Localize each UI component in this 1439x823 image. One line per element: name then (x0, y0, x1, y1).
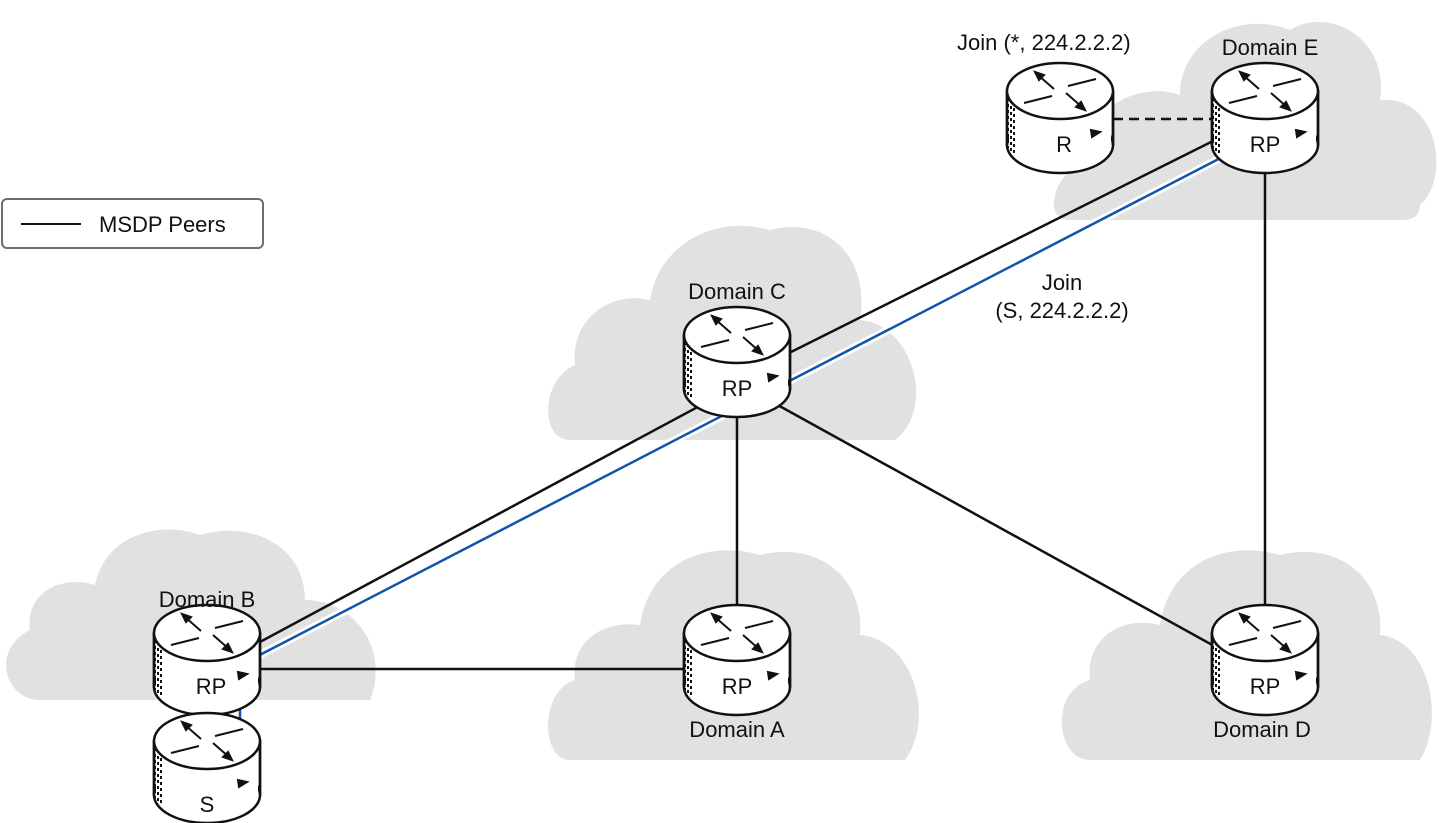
router-rp-d-label: RP (1250, 674, 1281, 699)
domain-a-label: Domain A (689, 717, 785, 742)
router-receiver: R (1005, 61, 1115, 175)
router-rp-b-label: RP (196, 674, 227, 699)
router-rp-e: RP (1210, 61, 1320, 175)
router-receiver-label: R (1056, 132, 1072, 157)
domain-c-label: Domain C (688, 279, 786, 304)
peer-link-b-c (244, 393, 721, 652)
router-rp-c: RP (682, 305, 792, 419)
router-rp-e-label: RP (1250, 132, 1281, 157)
domain-e-label: Domain E (1221, 35, 1319, 60)
router-rp-d: RP (1210, 603, 1320, 717)
annotation-join-star: Join (*, 224.2.2.2) (957, 30, 1131, 55)
peer-link-c-d (764, 396, 1226, 654)
annotation-join-s-line1: Join (1041, 270, 1083, 295)
router-rp-c-label: RP (722, 376, 753, 401)
router-source: S (152, 711, 262, 823)
legend: MSDP Peers (1, 198, 264, 249)
domain-d-label: Domain D (1213, 717, 1311, 742)
router-source-label: S (200, 792, 215, 817)
domain-b-label: Domain B (158, 587, 256, 612)
legend-label: MSDP Peers (99, 212, 226, 237)
annotation-join-s-line2: (S, 224.2.2.2) (995, 298, 1129, 323)
legend-line-swatch (21, 223, 81, 225)
router-rp-b: RP (152, 603, 262, 717)
router-rp-a: RP (682, 603, 792, 717)
peer-link-c-e (764, 133, 1226, 367)
router-rp-a-label: RP (722, 674, 753, 699)
msdp-peer-links (244, 133, 1267, 671)
